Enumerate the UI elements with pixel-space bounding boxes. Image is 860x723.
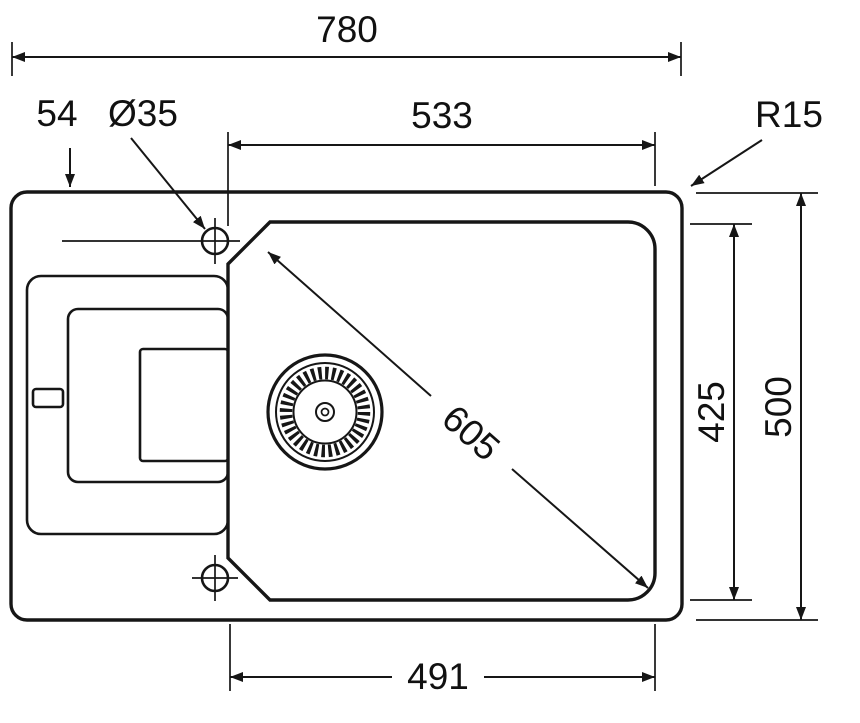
dim-bowl-inner-height: 425 <box>690 223 752 601</box>
dim-overall-height: 500 <box>696 192 818 621</box>
dim-top-inner-width: 533 <box>227 95 656 226</box>
drain-inner-ring <box>292 379 358 445</box>
dim-605-segment-upper <box>267 251 432 397</box>
sink-body <box>9 190 684 622</box>
dim-r15-label: R15 <box>755 94 823 135</box>
dim-corner-radius: R15 <box>690 94 823 187</box>
drainboard-outer <box>25 274 230 536</box>
dim-overall-width: 780 <box>11 9 682 76</box>
dim-605-segment-lower <box>511 468 649 589</box>
dim-533-label: 533 <box>411 95 473 136</box>
drain-center-dot <box>320 407 330 417</box>
dim-hole-diameter: Ø35 <box>108 93 206 230</box>
dim-425-label: 425 <box>691 381 732 443</box>
tap-hole-bottom <box>192 555 238 601</box>
drainboard-groove <box>31 387 65 409</box>
drain-strainer-slots <box>279 366 371 458</box>
dim-bottom-inner-width: 491 <box>229 624 656 697</box>
dimensions: 780 533 54 Ø35 R15 605 <box>11 9 823 697</box>
sink-outline <box>9 190 684 622</box>
bowl-outline <box>226 220 657 602</box>
drainboard-inner <box>138 347 230 463</box>
dim-dia35-leader <box>130 137 206 230</box>
drain-outer-ring <box>266 353 384 471</box>
dim-dia35-label: Ø35 <box>108 93 178 134</box>
drainboard-middle <box>66 307 230 484</box>
dim-edge-offset: 54 <box>36 93 240 242</box>
drain-strainer <box>266 353 384 471</box>
drain-center-cap <box>315 402 335 422</box>
dim-491-label: 491 <box>407 656 469 697</box>
dim-500-label: 500 <box>758 376 799 438</box>
dim-780-label: 780 <box>316 9 378 50</box>
drain-second-ring <box>275 362 375 462</box>
dim-r15-leader <box>690 139 763 187</box>
dim-54-label: 54 <box>36 93 77 134</box>
dim-605-label: 605 <box>434 397 507 469</box>
